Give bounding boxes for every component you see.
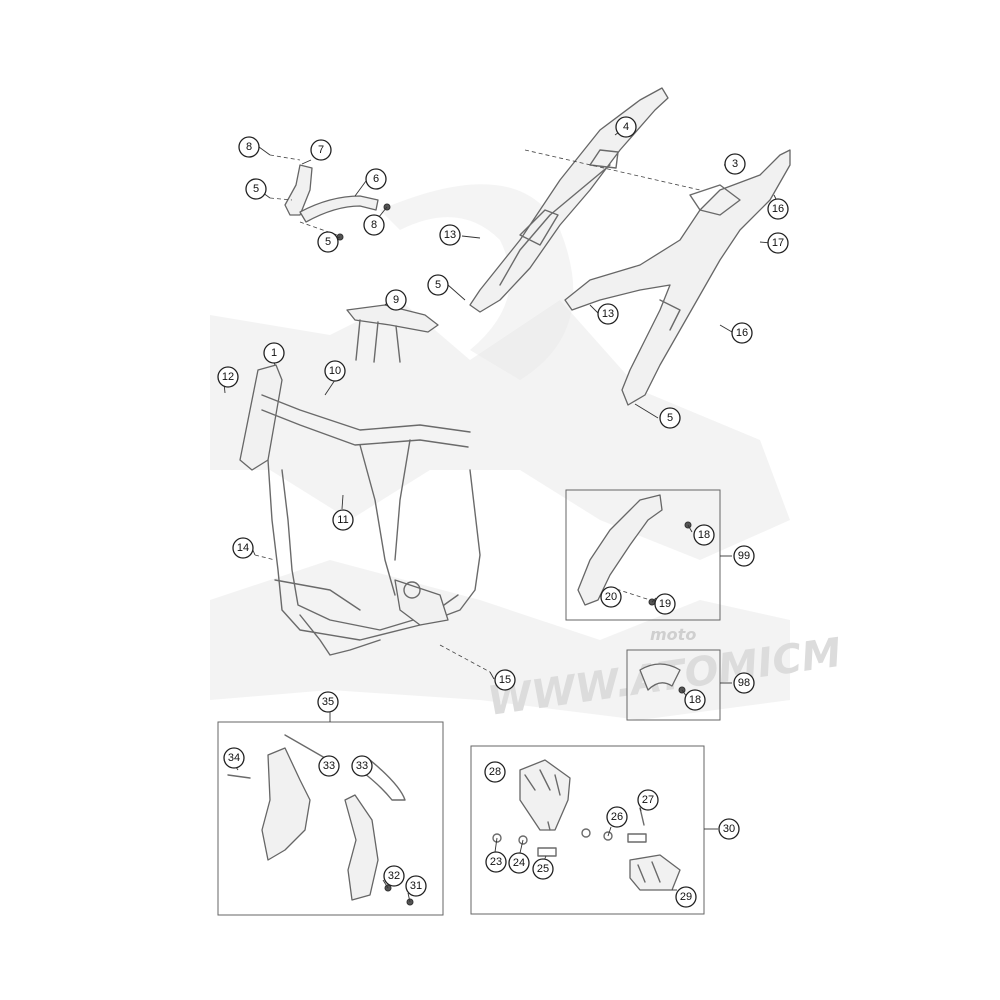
- callout-18-holder: 18: [693, 524, 715, 546]
- svg-text:5: 5: [253, 183, 259, 195]
- svg-text:15: 15: [499, 674, 511, 686]
- callout-16-top: 16: [767, 198, 789, 220]
- main-frame-part-1: [239, 364, 491, 673]
- callout-12: 12: [217, 366, 239, 388]
- callout-4: 4: [615, 116, 637, 138]
- callouts: 8 7 6 5 8 5 4 3 16 17 13 5 13 16 9 1 12 …: [217, 116, 789, 908]
- callout-23: 23: [485, 851, 507, 873]
- callout-19: 19: [654, 593, 676, 615]
- svg-text:8: 8: [246, 141, 252, 153]
- callout-35: 35: [317, 691, 339, 713]
- svg-text:19: 19: [659, 598, 671, 610]
- holder-box-98: [626, 649, 721, 721]
- svg-text:11: 11: [337, 514, 348, 526]
- svg-text:1: 1: [271, 347, 277, 359]
- subframe-part-3: [524, 149, 791, 406]
- svg-text:20: 20: [605, 591, 617, 603]
- svg-text:33: 33: [323, 760, 335, 772]
- callout-14: 14: [232, 537, 254, 559]
- callout-10: 10: [324, 360, 346, 382]
- callout-20: 20: [600, 586, 622, 608]
- svg-text:14: 14: [237, 542, 249, 554]
- subframe-part-4: [469, 87, 669, 313]
- callout-16-bottom: 16: [731, 322, 753, 344]
- svg-text:34: 34: [228, 752, 240, 764]
- svg-text:33: 33: [356, 760, 368, 772]
- callout-13-left: 13: [439, 224, 461, 246]
- footpeg-holder-box-99: [565, 489, 721, 621]
- callout-32: 32: [383, 865, 405, 887]
- callout-34: 34: [223, 747, 245, 769]
- callout-5-bracket-left: 5: [245, 178, 267, 200]
- callout-3: 3: [724, 153, 746, 175]
- svg-text:18: 18: [689, 694, 701, 706]
- callout-28: 28: [484, 761, 506, 783]
- callout-24: 24: [508, 852, 530, 874]
- callout-5-bracket-bottom: 5: [317, 231, 339, 253]
- svg-text:24: 24: [513, 857, 525, 869]
- svg-text:5: 5: [667, 412, 673, 424]
- svg-text:17: 17: [772, 237, 784, 249]
- svg-text:7: 7: [318, 144, 324, 156]
- callout-18-box: 18: [684, 689, 706, 711]
- callout-8-bracket: 8: [363, 214, 385, 236]
- svg-text:98: 98: [738, 677, 750, 689]
- callout-6: 6: [365, 168, 387, 190]
- svg-text:18: 18: [698, 529, 710, 541]
- callout-31: 31: [405, 875, 427, 897]
- callout-9: 9: [385, 289, 407, 311]
- callout-7: 7: [310, 139, 332, 161]
- footpeg-box-30: [470, 745, 718, 915]
- callout-27: 27: [637, 789, 659, 811]
- svg-text:25: 25: [537, 863, 549, 875]
- svg-text:26: 26: [611, 811, 623, 823]
- svg-text:3: 3: [732, 158, 738, 170]
- callout-17: 17: [767, 232, 789, 254]
- svg-text:30: 30: [723, 823, 735, 835]
- svg-text:6: 6: [373, 173, 379, 185]
- svg-text:31: 31: [410, 880, 422, 892]
- callout-15: 15: [494, 669, 516, 691]
- svg-text:35: 35: [322, 696, 334, 708]
- callout-29: 29: [675, 886, 697, 908]
- svg-text:29: 29: [680, 891, 692, 903]
- callout-98: 98: [733, 672, 755, 694]
- svg-text:16: 16: [772, 203, 784, 215]
- callout-30: 30: [718, 818, 740, 840]
- callout-5-subframe: 5: [427, 274, 449, 296]
- svg-text:12: 12: [222, 371, 234, 383]
- svg-text:10: 10: [329, 365, 341, 377]
- svg-text:5: 5: [325, 236, 331, 248]
- svg-text:28: 28: [489, 766, 501, 778]
- callout-26: 26: [606, 806, 628, 828]
- svg-text:9: 9: [393, 294, 399, 306]
- callout-1: 1: [263, 342, 285, 364]
- svg-text:4: 4: [623, 121, 629, 133]
- svg-text:99: 99: [738, 550, 750, 562]
- frame-protector-box-35: [217, 710, 444, 916]
- svg-text:13: 13: [602, 308, 614, 320]
- svg-text:8: 8: [371, 219, 377, 231]
- svg-text:27: 27: [642, 794, 654, 806]
- callout-5-frame: 5: [659, 407, 681, 429]
- svg-text:5: 5: [435, 279, 441, 291]
- svg-text:13: 13: [444, 229, 456, 241]
- callout-25: 25: [532, 858, 554, 880]
- callout-33-left: 33: [318, 755, 340, 777]
- callout-13-right: 13: [597, 303, 619, 325]
- svg-text:16: 16: [736, 327, 748, 339]
- svg-text:32: 32: [388, 870, 400, 882]
- callout-99: 99: [733, 545, 755, 567]
- callout-11: 11: [332, 509, 354, 531]
- svg-text:23: 23: [490, 856, 502, 868]
- callout-8-top: 8: [238, 136, 260, 158]
- watermark-brand-word: moto: [650, 625, 696, 644]
- callout-33-right: 33: [351, 755, 373, 777]
